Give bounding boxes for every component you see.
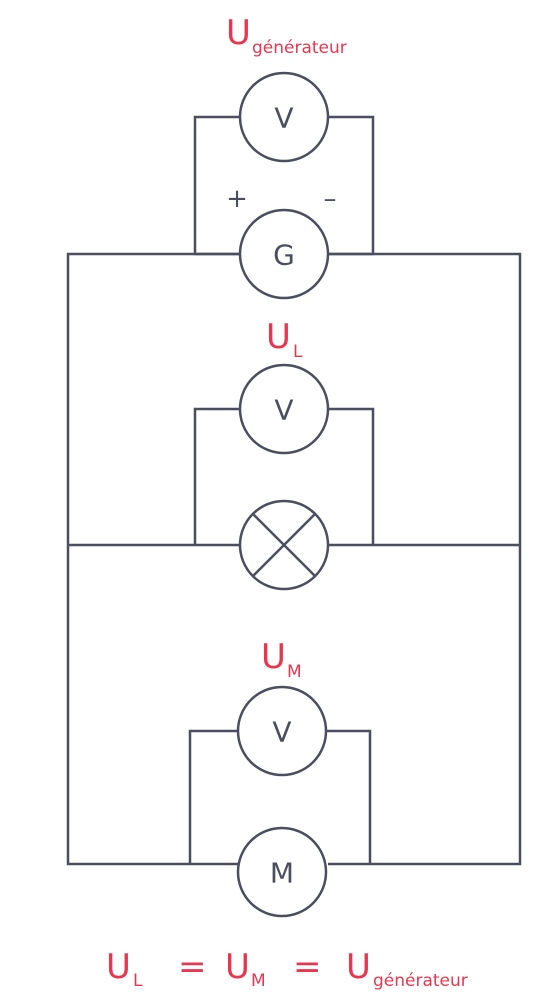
voltmeter-motor-letter: V [272,716,291,749]
generator-positive-sign: + [226,184,248,214]
wire-motor-voltmeter-left [188,729,238,864]
label-u-lamp: U L [266,317,303,362]
voltmeter-lamp: V [238,363,330,455]
lamp-cross-icon [238,499,330,591]
equation: U L = U M = U générateur [106,947,468,991]
voltmeter-generator: V [238,71,330,163]
label-u-motor: U M [261,637,302,682]
motor: M [236,826,328,918]
generator: G [238,208,330,300]
wire-outer-top-left [66,252,240,866]
wire-lamp-voltmeter-right [328,407,375,545]
label-u-generator: U générateur [226,13,347,58]
voltmeter-generator-letter: V [274,102,293,135]
motor-letter: M [270,857,294,890]
wire-outer-top-right [328,252,522,866]
wire-lamp-voltmeter-left [193,407,240,545]
voltmeter-lamp-letter: V [274,394,293,427]
generator-letter: G [273,239,295,272]
wire-motor-voltmeter-right [326,729,372,864]
wires [66,115,522,866]
generator-negative-sign: – [324,184,337,214]
voltmeter-motor: V [236,685,328,777]
